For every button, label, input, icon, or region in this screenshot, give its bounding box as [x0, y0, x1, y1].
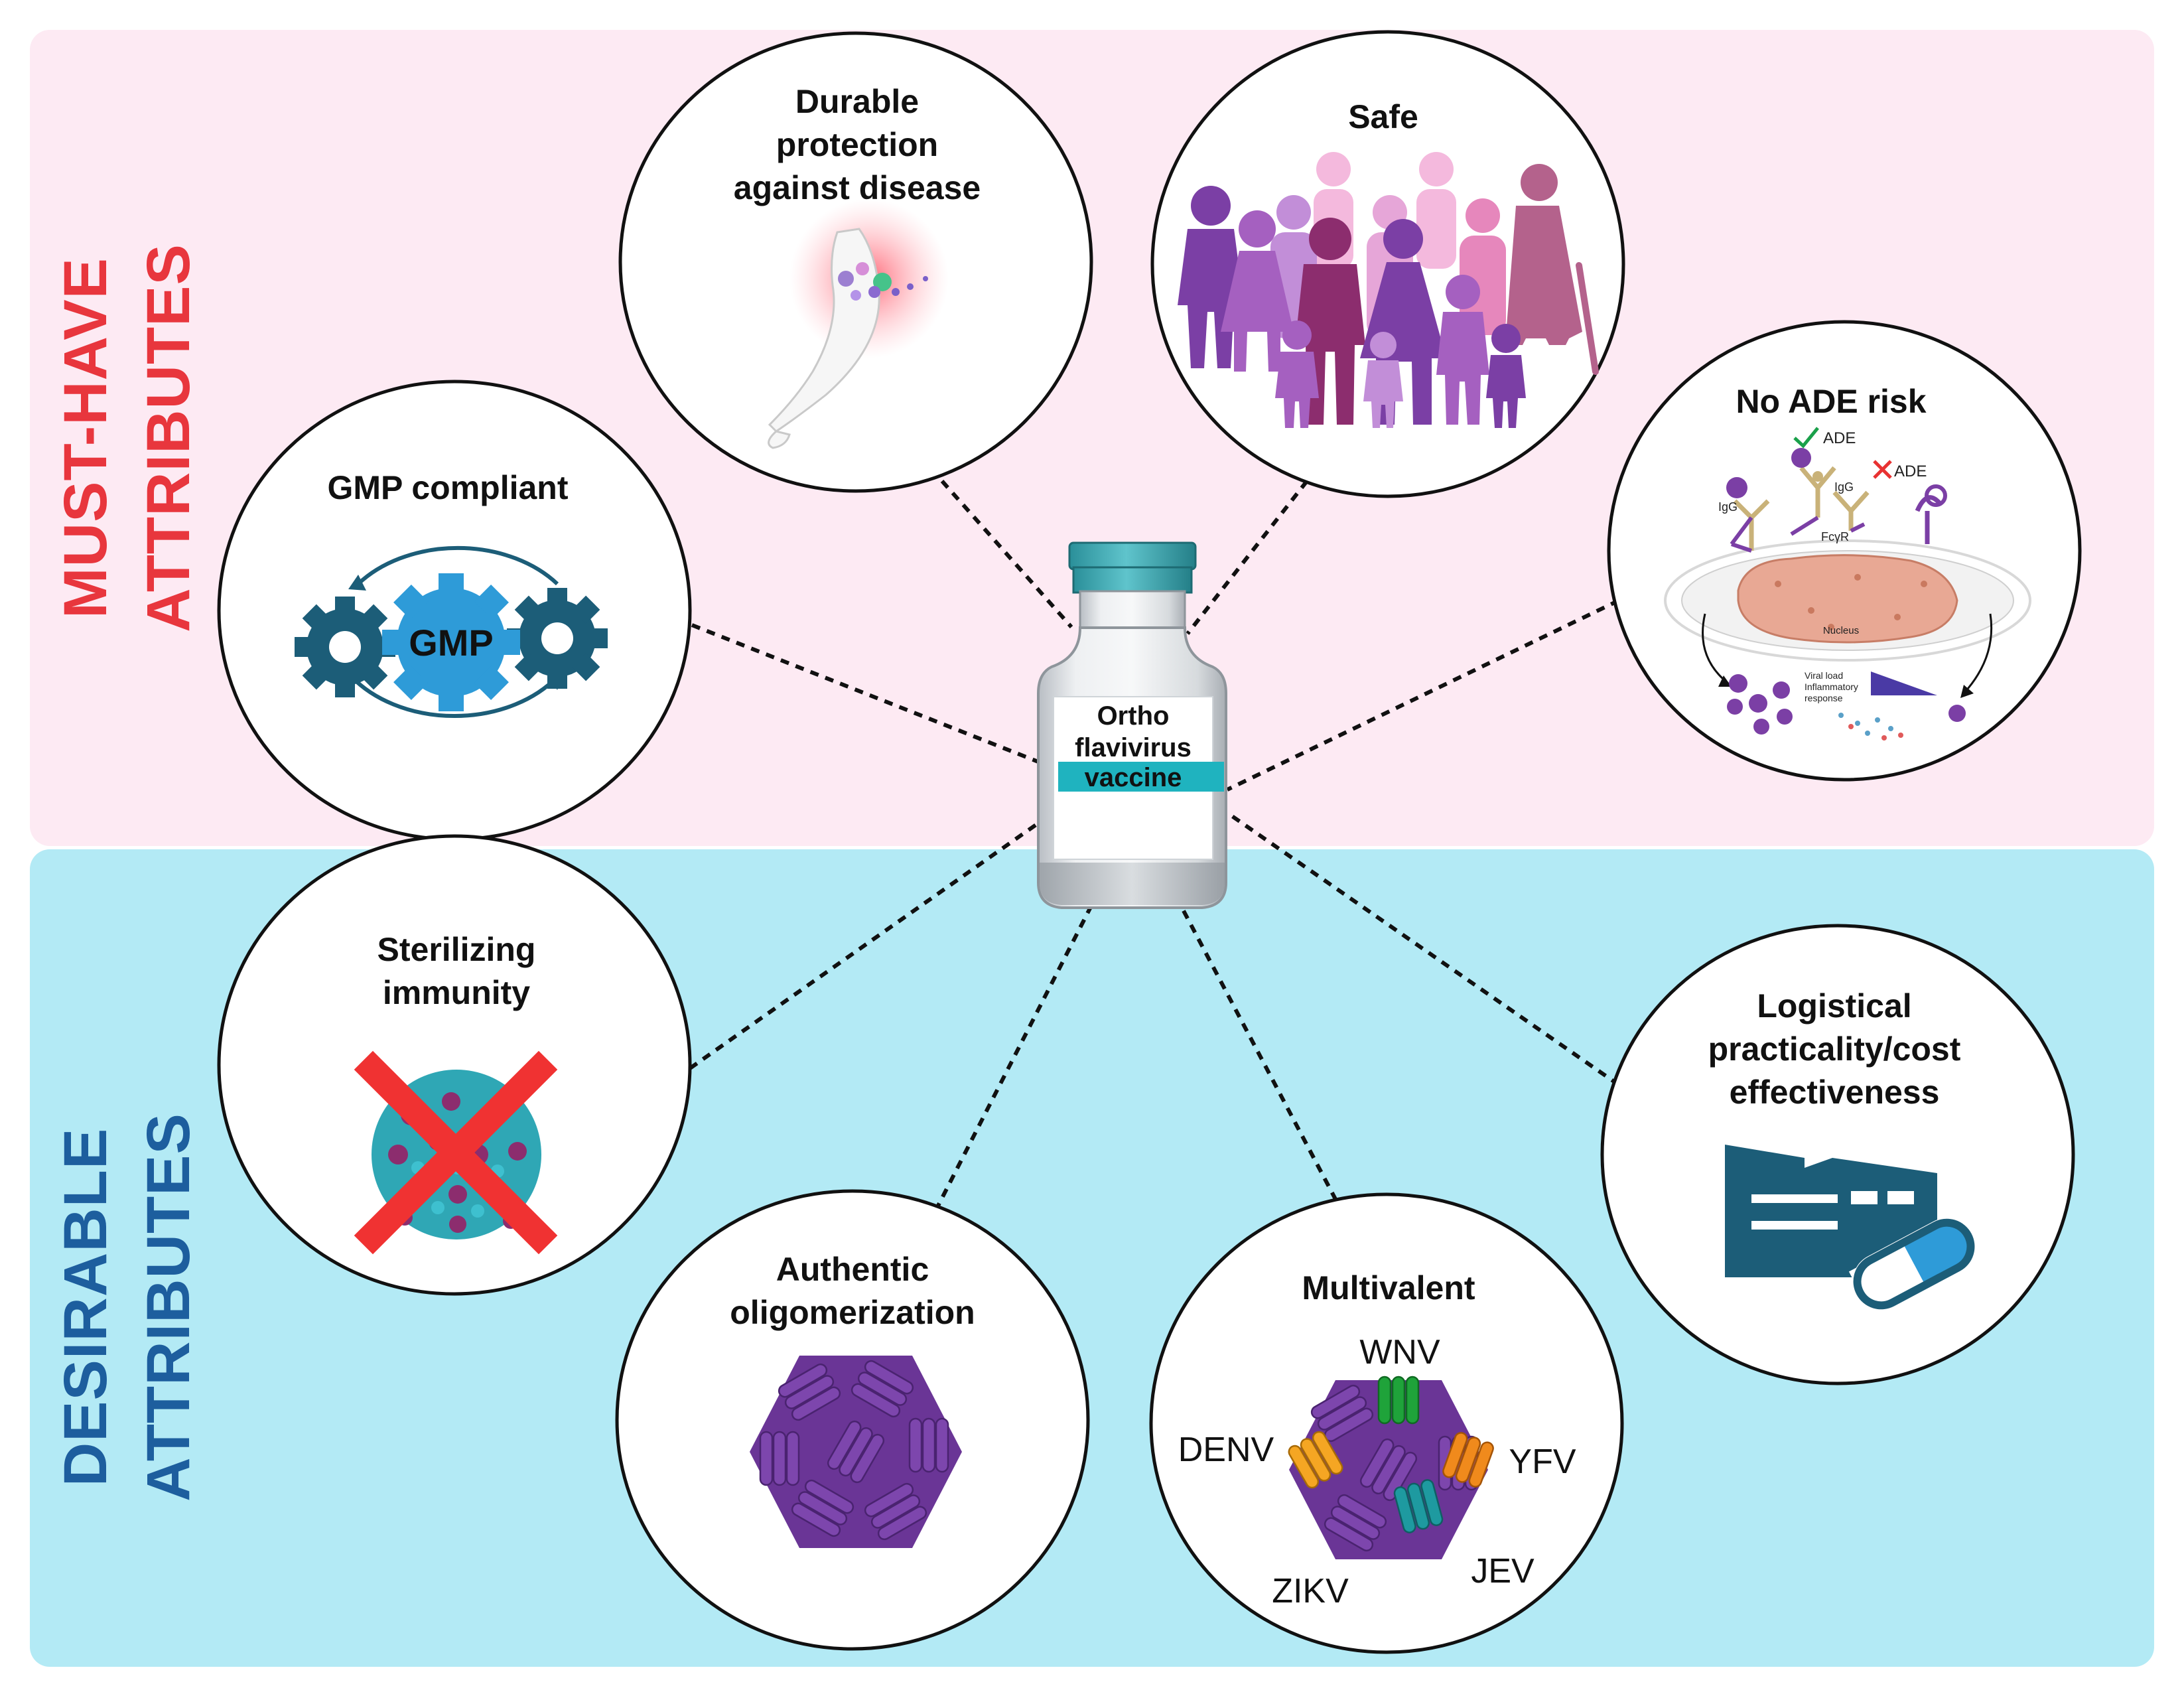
node-durable: Durable protection against disease	[618, 31, 1093, 493]
vaccine-vial: Ortho flavivirus vaccine	[1037, 541, 1227, 909]
sterilizing-title-line2: immunity	[383, 974, 530, 1011]
connector-durable	[940, 480, 1073, 628]
virion-icon	[750, 1356, 962, 1548]
multivalent-virion-icon	[1288, 1376, 1494, 1559]
cell-ade-icon: Nucleus IgG IgG FcγR ADE ADE	[1664, 427, 2031, 741]
fcr-label: FcγR	[1821, 530, 1849, 543]
must-have-label-line2: ATTRIBUTES	[135, 244, 202, 632]
node-logistical: Logistical practicality/cost effectivene…	[1600, 924, 2075, 1385]
desirable-label-line2: ATTRIBUTES	[135, 1113, 202, 1502]
virus-crossed-icon	[354, 1050, 558, 1255]
cross-small-icon	[1873, 460, 1892, 479]
no-ade-title: No ADE risk	[1736, 383, 1926, 420]
jev-label: JEV	[1471, 1552, 1535, 1590]
ade-no-label: ADE	[1894, 462, 1927, 480]
arm-injection-icon	[768, 199, 949, 449]
connector-multivalent	[1179, 904, 1345, 1216]
must-have-label-line1: MUST-HAVE	[52, 257, 119, 618]
wnv-label: WNV	[1359, 1333, 1440, 1372]
node-multivalent: Multivalent	[1149, 1192, 1624, 1654]
igg-left-label: IgG	[1718, 500, 1738, 514]
sterilizing-title-line1: Sterilizing	[377, 931, 536, 968]
yfv-label: YFV	[1509, 1443, 1576, 1481]
node-authentic: Authentic oligomerization	[615, 1189, 1090, 1651]
connectors	[689, 480, 1620, 1216]
population-icon	[1178, 152, 1599, 428]
ade-ok-label: ADE	[1823, 429, 1856, 447]
durable-title-line1: Durable	[795, 83, 919, 120]
factory-pill-icon	[1725, 1145, 1976, 1310]
node-gmp: GMP compliant	[217, 380, 692, 841]
denv-label: DENV	[1178, 1431, 1274, 1469]
authentic-title-line1: Authentic	[776, 1251, 929, 1288]
vial-label-line3: vaccine	[1085, 763, 1182, 792]
gmp-title: GMP compliant	[327, 469, 568, 506]
gears-icon: GMP	[295, 545, 608, 719]
vial-label-line1: Ortho	[1097, 701, 1170, 731]
vial-label-line2: flavivirus	[1075, 733, 1192, 762]
node-safe: Safe	[1150, 30, 1625, 498]
inflam-label-2: response	[1805, 693, 1843, 703]
authentic-title-line2: oligomerization	[730, 1294, 975, 1331]
connector-safe	[1186, 480, 1309, 635]
node-no-ade: No ADE risk Nucleus IgG IgG FcγR	[1607, 320, 2082, 782]
zikv-label: ZIKV	[1272, 1572, 1349, 1610]
nucleus-label: Nucleus	[1823, 625, 1859, 636]
inflam-label-1: Inflammatory	[1805, 681, 1858, 692]
durable-title-line2: protection	[776, 126, 938, 163]
multivalent-title: Multivalent	[1302, 1269, 1475, 1307]
gmp-badge: GMP	[409, 622, 494, 664]
desirable-label-line1: DESIRABLE	[52, 1128, 119, 1487]
logistical-title-line1: Logistical	[1757, 987, 1911, 1025]
check-icon	[1793, 427, 1819, 449]
logistical-title-line3: effectiveness	[1730, 1074, 1940, 1111]
logistical-title-line2: practicality/cost	[1708, 1030, 1961, 1068]
viral-load-label: Viral load	[1805, 670, 1843, 681]
node-sterilizing: Sterilizing immunity	[217, 834, 692, 1296]
igg-mid-label: IgG	[1834, 480, 1854, 494]
safe-title: Safe	[1348, 98, 1418, 135]
